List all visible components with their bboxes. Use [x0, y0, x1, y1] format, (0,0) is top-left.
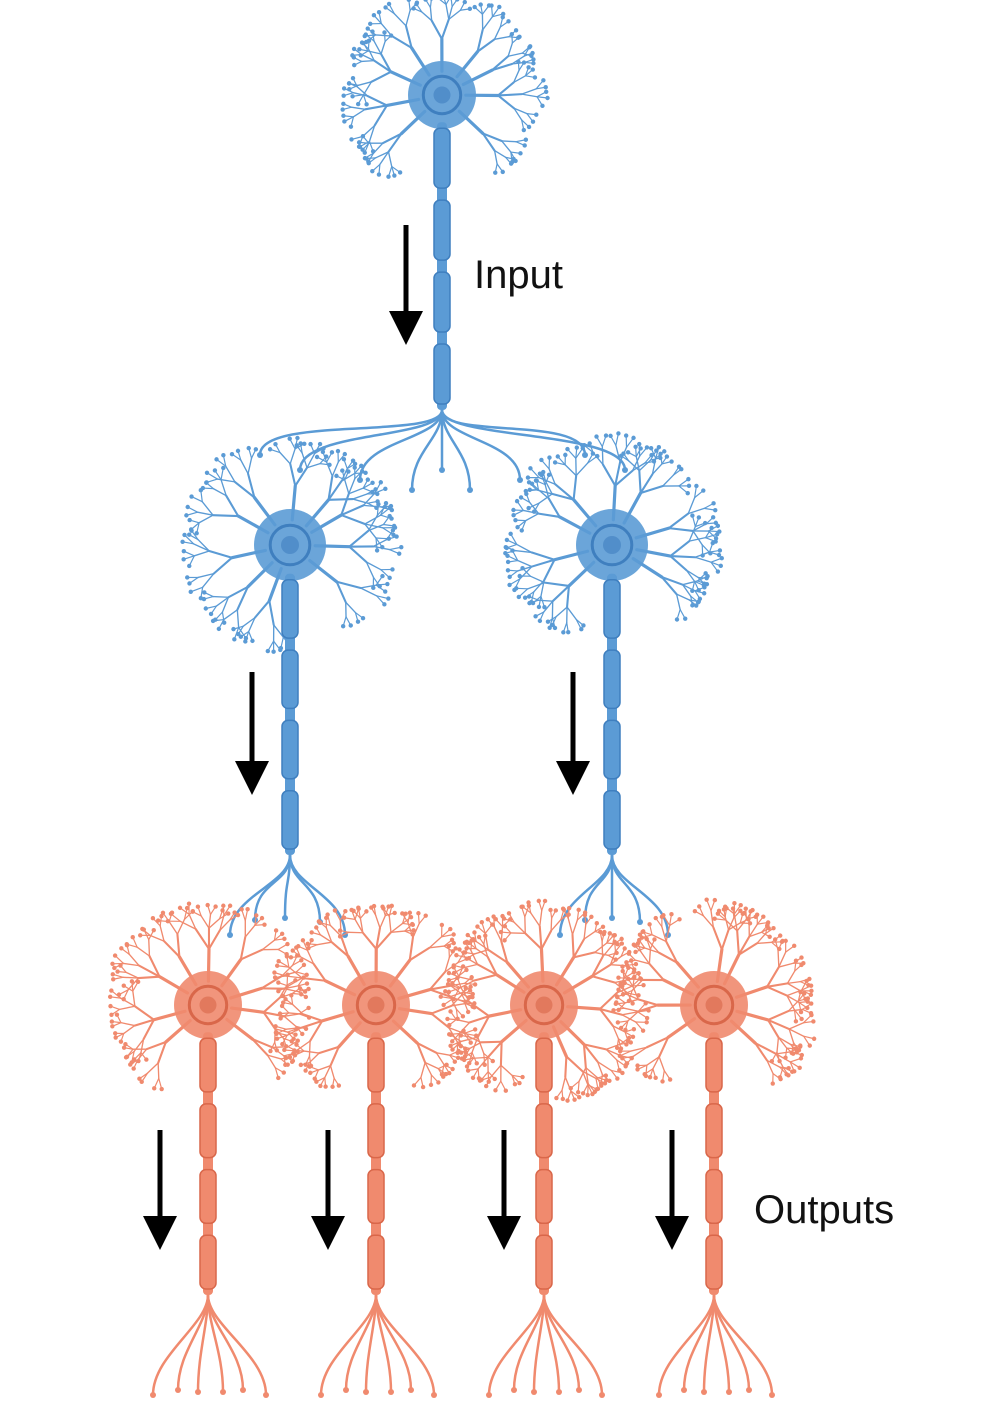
middle-arrow-left	[235, 672, 269, 795]
input-label: Input	[474, 253, 563, 297]
output-neuron-3	[438, 898, 651, 1398]
middle-neuron-left	[180, 435, 404, 938]
middle-neuron-right	[503, 431, 724, 938]
input-neuron	[257, 0, 628, 493]
input-arrow	[389, 225, 423, 345]
output-neuron-2	[272, 903, 479, 1398]
output-arrow-3	[487, 1130, 521, 1250]
outputs-label: Outputs	[754, 1188, 895, 1232]
middle-arrow-right	[556, 672, 590, 795]
output-arrow-4	[655, 1130, 689, 1250]
output-arrow-2	[311, 1130, 345, 1250]
output-arrow-1	[143, 1130, 177, 1250]
output-neuron-1	[107, 901, 312, 1398]
output-neuron-4	[611, 897, 817, 1398]
